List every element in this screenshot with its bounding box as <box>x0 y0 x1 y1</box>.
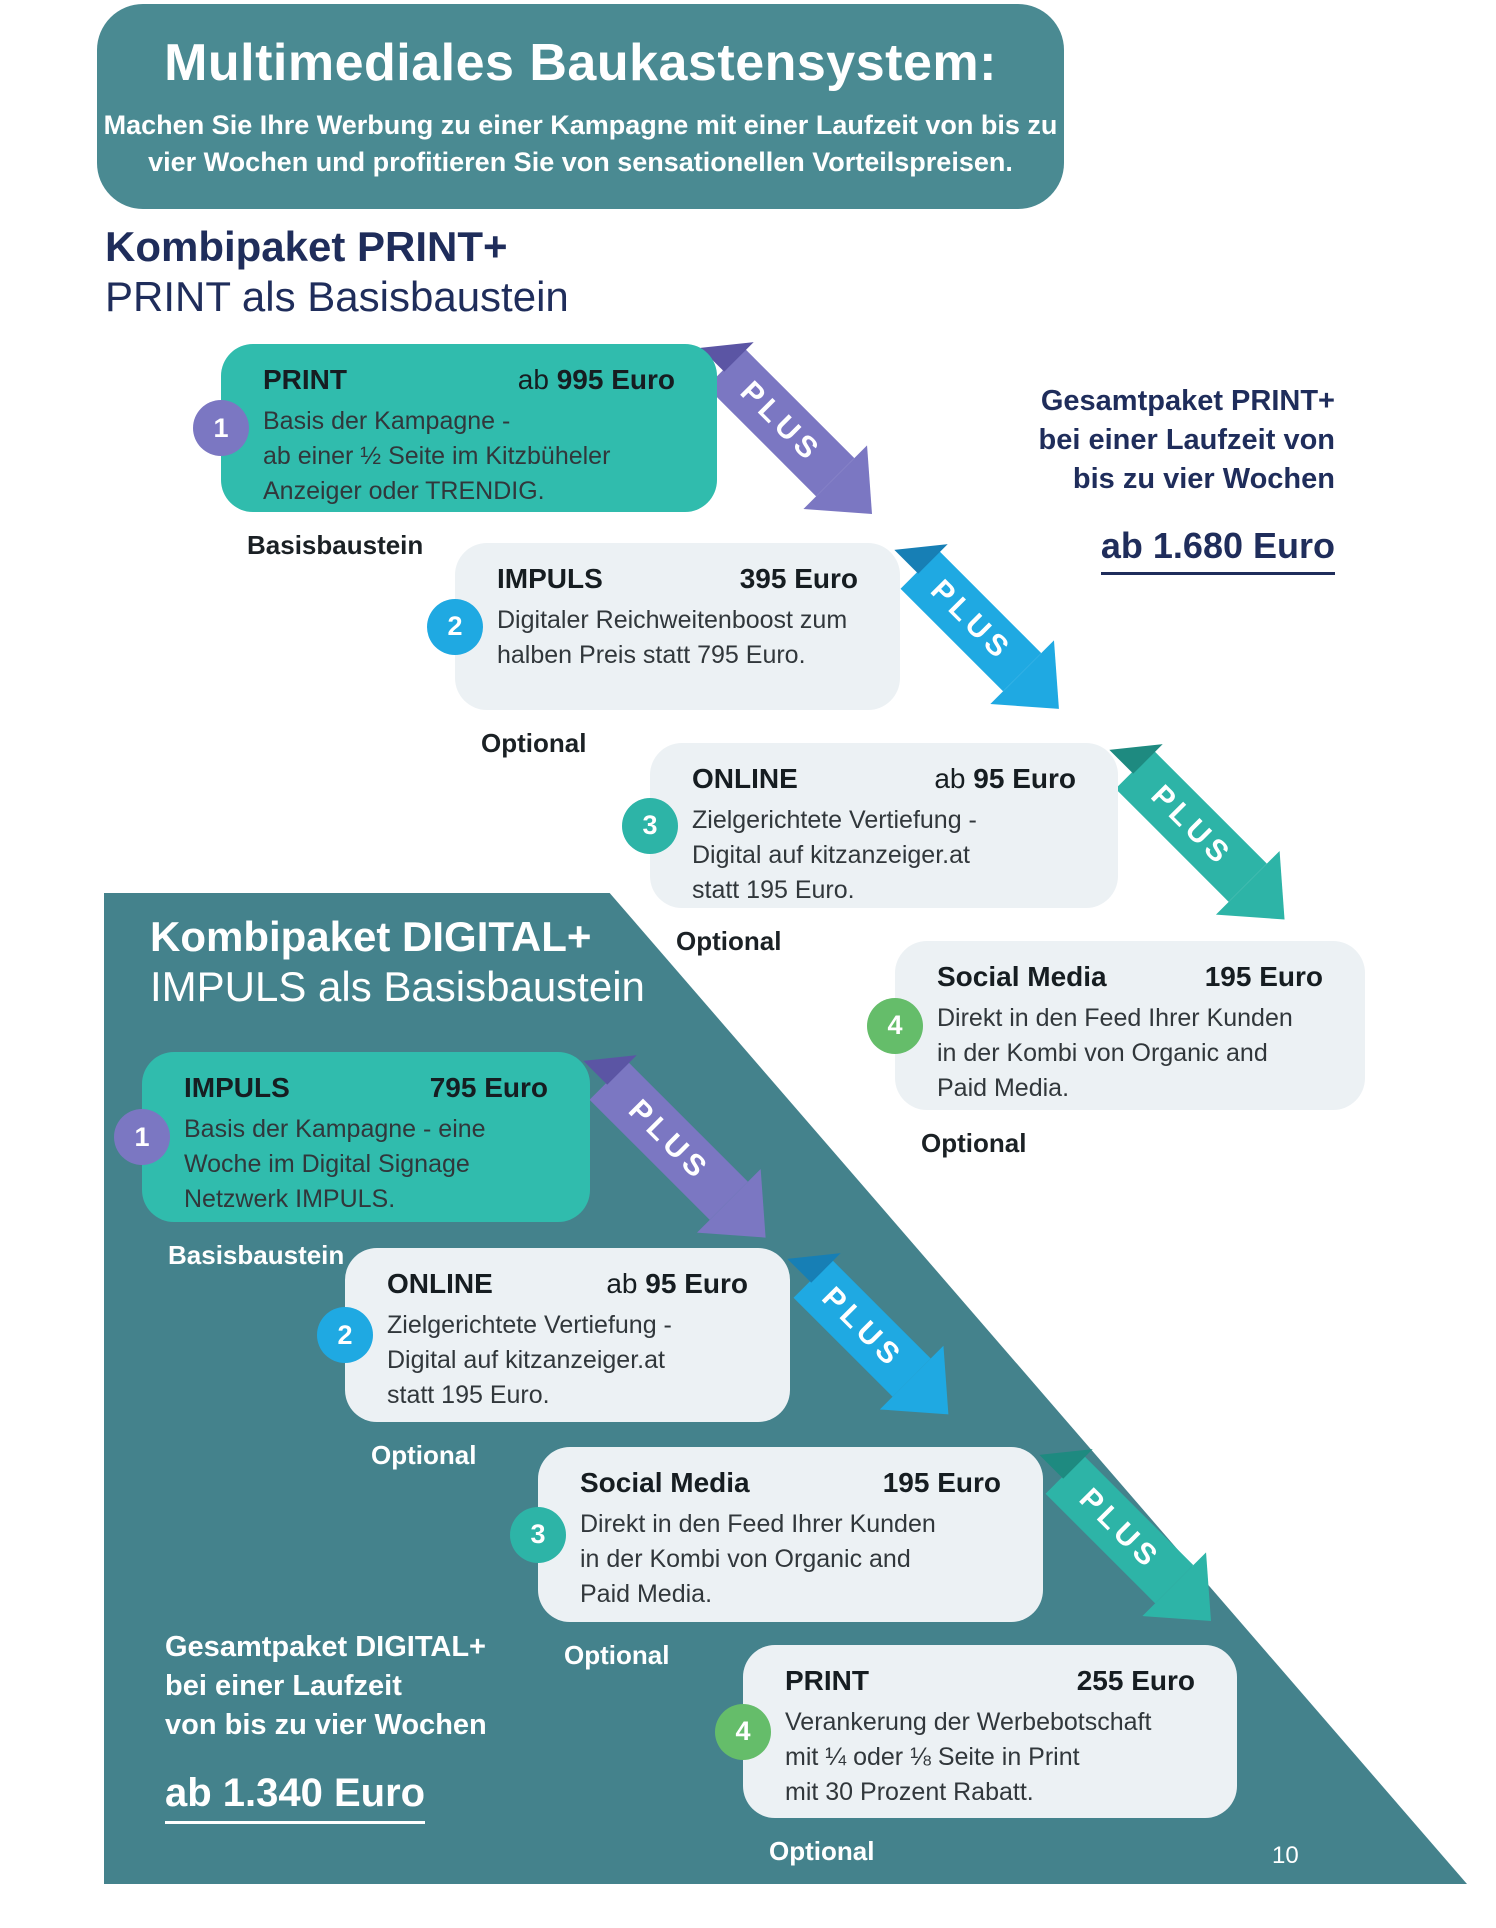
card-price: 255 Euro <box>1076 1665 1195 1696</box>
card-online-optional: 3 ONLINE ab 95 Euro Zielgerichtete Verti… <box>622 743 1118 957</box>
card-price: 195 Euro <box>1204 961 1323 992</box>
card-price: ab 995 Euro <box>517 364 675 395</box>
step-number: 2 <box>337 1319 353 1350</box>
plus-label: PLUS <box>815 1280 910 1375</box>
card-box: 2 IMPULS 395 Euro Digitaler Reichweitenb… <box>427 543 900 710</box>
card-tag: Basisbaustein <box>168 1240 345 1270</box>
step-number: 3 <box>530 1519 546 1549</box>
card-title: ONLINE <box>387 1268 493 1299</box>
card-price: ab 95 Euro <box>934 763 1076 794</box>
card-price: 795 Euro <box>429 1072 548 1103</box>
step-number: 4 <box>887 1010 903 1040</box>
card-box: 3 Social Media 195 Euro Direkt in den Fe… <box>510 1447 1043 1622</box>
card-tag: Optional <box>371 1440 477 1470</box>
section-digital-heading: Kombipaket DIGITAL+ IMPULS als Basisbaus… <box>150 912 645 1012</box>
step-number: 3 <box>642 810 658 840</box>
card-box: 1 PRINT ab 995 Euro Basis der Kampagne -… <box>193 344 717 512</box>
page-number: 10 <box>1272 1842 1299 1869</box>
card-social-media-optional: 4 Social Media 195 Euro Direkt in den Fe… <box>867 941 1365 1159</box>
card-title: PRINT <box>785 1665 869 1696</box>
page-title: Multimediales Baukastensystem: <box>164 33 997 92</box>
summary-print-plus: Gesamtpaket PRINT+bei einer Laufzeit von… <box>1000 382 1335 575</box>
card-box: 1 IMPULS 795 Euro Basis der Kampagne - e… <box>114 1052 590 1222</box>
step-number: 2 <box>447 611 463 641</box>
card-price: 395 Euro <box>739 563 858 594</box>
section-subheading: PRINT als Basisbaustein <box>105 273 569 320</box>
section-heading: Kombipaket PRINT+ <box>105 223 508 270</box>
step-badge-3: 3 <box>622 797 678 854</box>
plus-label: PLUS <box>924 573 1019 668</box>
section-heading: Kombipaket DIGITAL+ <box>150 913 592 960</box>
card-box: 3 ONLINE ab 95 Euro Zielgerichtete Verti… <box>622 743 1118 908</box>
card-title: PRINT <box>263 364 347 395</box>
arrow-band: PLUS <box>1115 750 1267 902</box>
card-price: ab 95 Euro <box>606 1268 748 1299</box>
step-number: 1 <box>213 412 229 443</box>
step-badge-2: 2 <box>317 1307 373 1363</box>
card-print-optional: 4 PRINT 255 Euro Verankerung der Werbebo… <box>715 1645 1237 1867</box>
step-badge-1: 1 <box>114 1109 170 1165</box>
card-body: Zielgerichtete Vertiefung -Digital auf k… <box>692 806 977 904</box>
card-title: IMPULS <box>497 563 603 594</box>
card-print-basis: 1 PRINT ab 995 Euro Basis der Kampagne -… <box>193 344 717 561</box>
step-badge-1: 1 <box>193 400 249 456</box>
plus-label: PLUS <box>1144 778 1239 873</box>
step-number: 4 <box>735 1716 751 1746</box>
card-box: 4 Social Media 195 Euro Direkt in den Fe… <box>867 941 1365 1110</box>
step-badge-4: 4 <box>867 997 923 1054</box>
section-subheading: IMPULS als Basisbaustein <box>150 963 645 1010</box>
summary-price: ab 1.340 Euro <box>165 1771 426 1824</box>
section-print-heading: Kombipaket PRINT+ PRINT als Basisbaustei… <box>105 222 569 322</box>
card-box: 2 ONLINE ab 95 Euro Zielgerichtete Verti… <box>317 1248 790 1422</box>
plus-label: PLUS <box>733 375 828 470</box>
step-badge-4: 4 <box>715 1703 771 1760</box>
page-subtitle: Machen Sie Ihre Werbung zu einer Kampagn… <box>103 109 1058 177</box>
arrow-band: PLUS <box>706 348 855 497</box>
plus-label: PLUS <box>1072 1482 1167 1577</box>
card-tag: Optional <box>564 1640 670 1670</box>
card-title: IMPULS <box>184 1072 290 1103</box>
card-impuls-basis: 1 IMPULS 795 Euro Basis der Kampagne - e… <box>114 1052 590 1271</box>
header-banner: Multimediales Baukastensystem: Machen Si… <box>97 4 1064 209</box>
step-badge-2: 2 <box>427 598 483 655</box>
plus-label: PLUS <box>622 1093 717 1188</box>
card-title: ONLINE <box>692 763 798 794</box>
card-body: Zielgerichtete Vertiefung -Digital auf k… <box>387 1311 672 1409</box>
summary-text: Gesamtpaket PRINT+bei einer Laufzeit von… <box>1038 385 1336 495</box>
step-number: 1 <box>134 1121 150 1152</box>
card-body: Basis der Kampagne -ab einer ½ Seite im … <box>263 407 611 505</box>
card-impuls-optional: 2 IMPULS 395 Euro Digitaler Reichweitenb… <box>427 543 900 759</box>
card-tag: Optional <box>676 926 782 956</box>
card-title: Social Media <box>937 961 1107 992</box>
card-tag: Basisbaustein <box>247 530 424 560</box>
card-social-media-optional-2: 3 Social Media 195 Euro Direkt in den Fe… <box>510 1447 1043 1671</box>
card-tag: Optional <box>481 728 587 758</box>
card-tag: Optional <box>769 1836 875 1866</box>
step-badge-3: 3 <box>510 1506 566 1563</box>
summary-price: ab 1.680 Euro <box>1100 525 1335 575</box>
card-box: 4 PRINT 255 Euro Verankerung der Werbebo… <box>715 1645 1237 1818</box>
card-price: 195 Euro <box>882 1467 1001 1498</box>
card-title: Social Media <box>580 1467 750 1498</box>
card-online-optional-2: 2 ONLINE ab 95 Euro Zielgerichtete Verti… <box>317 1248 790 1471</box>
card-tag: Optional <box>921 1128 1027 1158</box>
